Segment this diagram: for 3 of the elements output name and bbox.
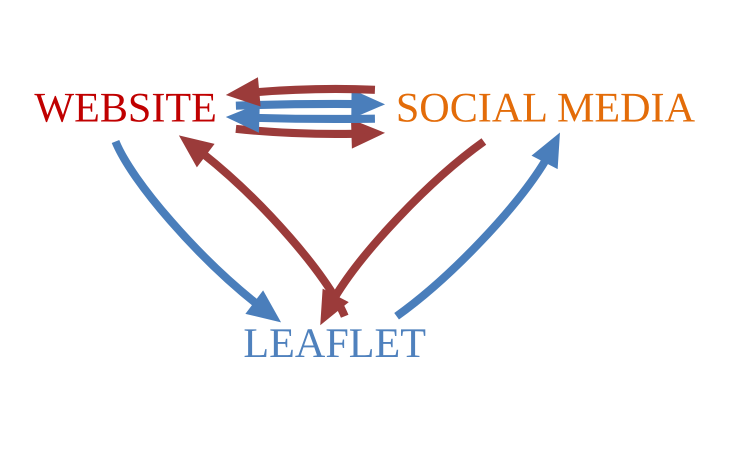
node-text: SOCIAL MEDIA [396,84,696,132]
node-text: WEBSITE [34,84,217,132]
node-text: LEAFLET [243,319,426,366]
